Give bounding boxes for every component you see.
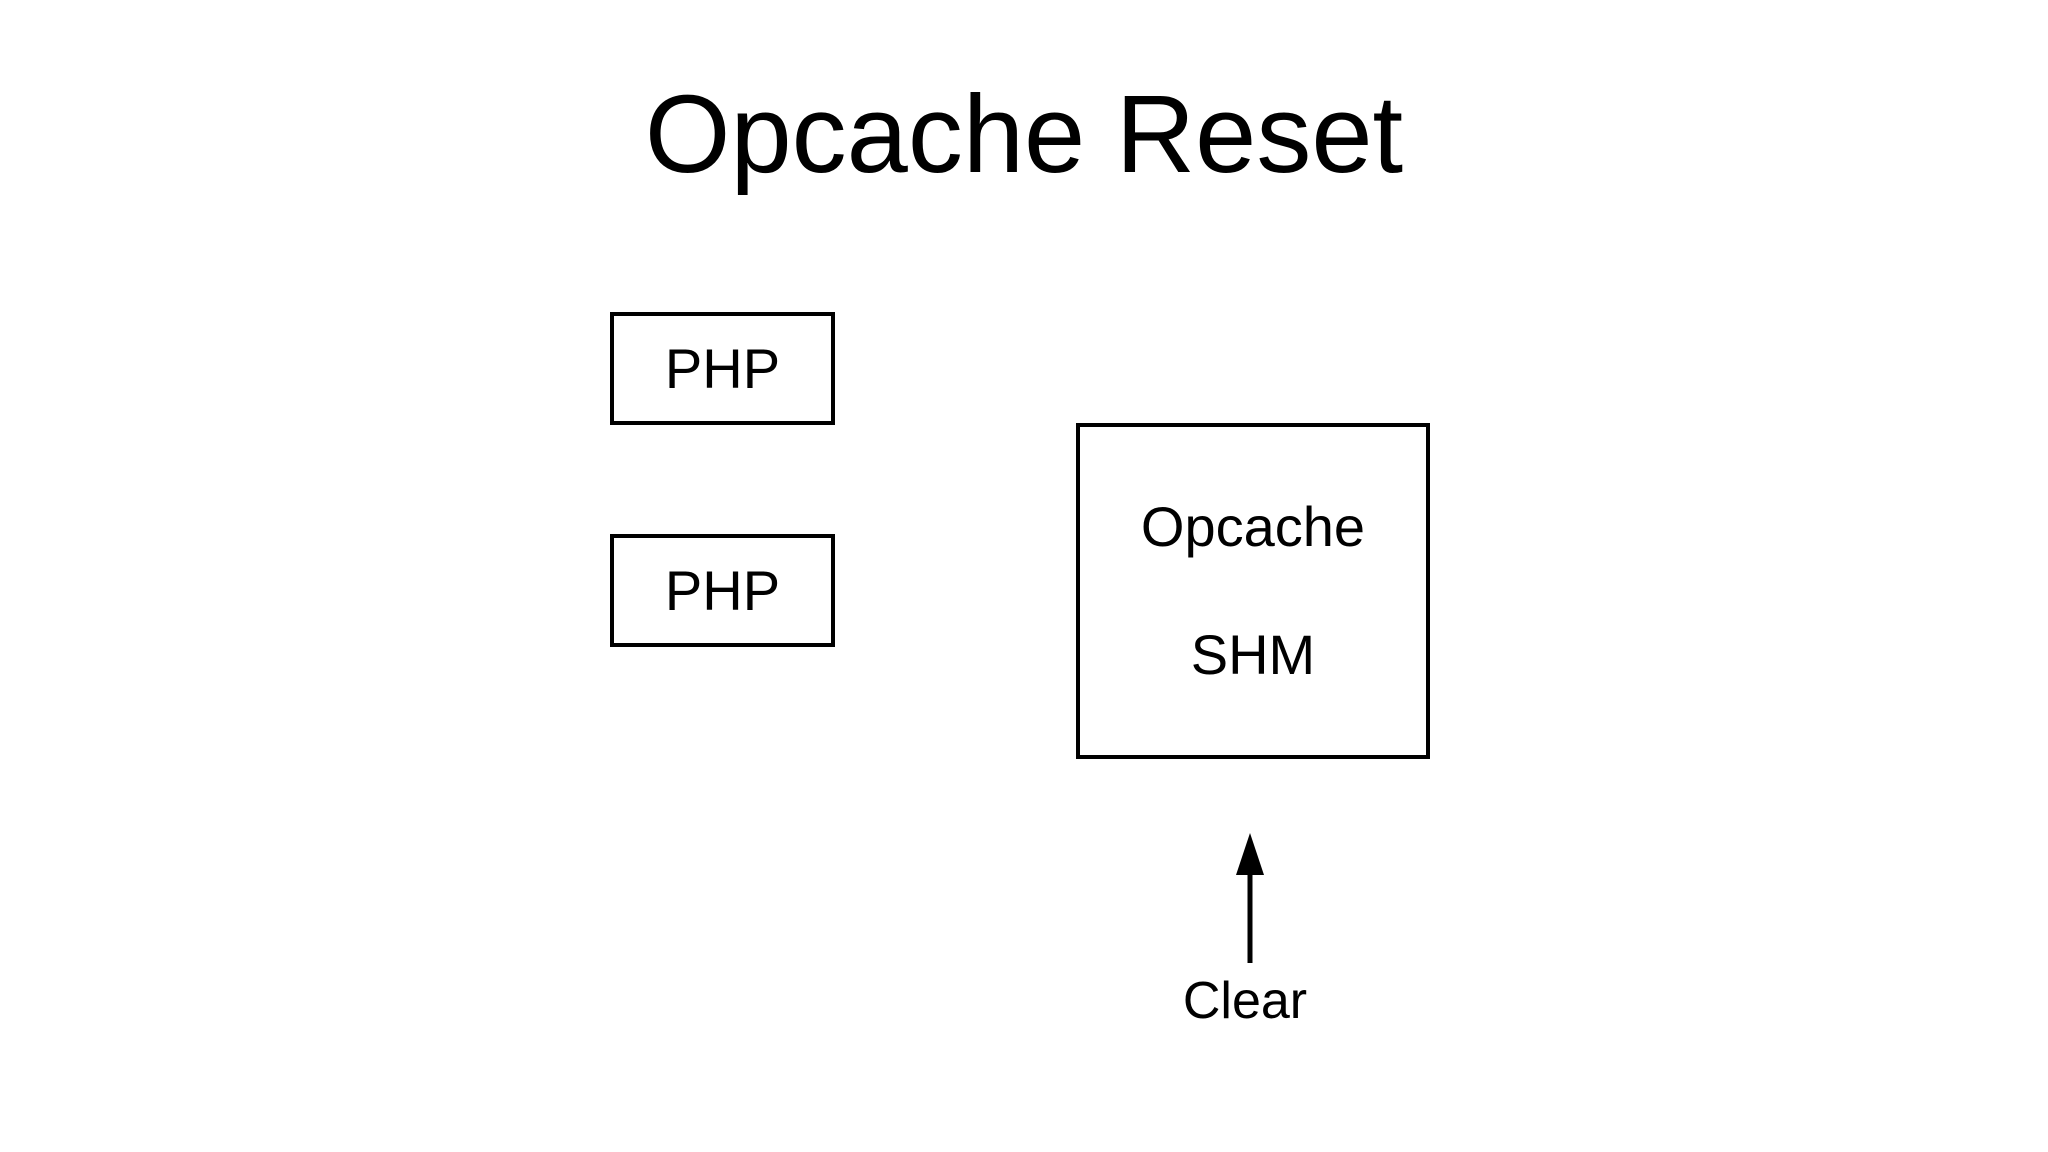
opcache-shm-box: Opcache SHM (1076, 423, 1430, 759)
opcache-label: Opcache (1140, 495, 1366, 558)
shm-label: SHM (1190, 623, 1316, 686)
up-arrow-icon (1236, 833, 1264, 963)
php-box: PHP (610, 312, 835, 425)
diagram-title: Opcache Reset (644, 73, 1404, 196)
php-box: PHP (610, 534, 835, 647)
clear-label: Clear (1182, 972, 1308, 1030)
php-box-label: PHP (664, 337, 781, 400)
php-box-label: PHP (664, 559, 781, 622)
